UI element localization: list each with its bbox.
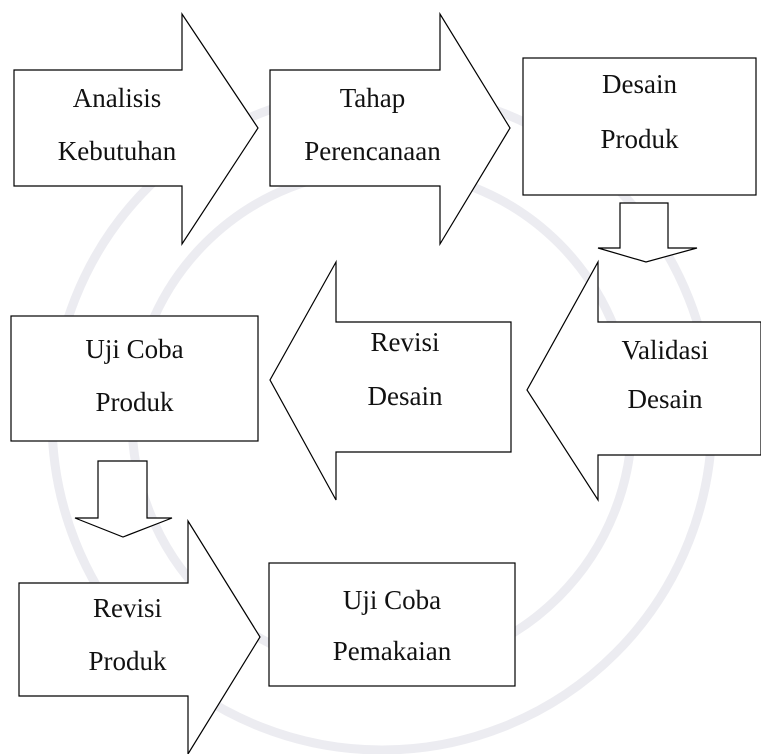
step8-label-line2: Pemakaian (332, 636, 452, 666)
down-arrow-1 (597, 202, 698, 263)
step1-right-arrow (13, 12, 259, 247)
step6-box (10, 315, 259, 442)
step7-right-arrow (18, 518, 261, 754)
step2-right-arrow (269, 11, 511, 247)
step4-label-line1: Validasi (621, 335, 709, 365)
step5-left-arrow (269, 259, 512, 501)
step6-label-line1: Uji Coba (85, 334, 184, 364)
step1-label-line1: Analisis (72, 83, 162, 113)
step2-label-line1: Tahap (339, 83, 406, 113)
step7-label-line1: Revisi (92, 593, 162, 623)
down-arrow-2 (74, 460, 173, 538)
step3-box (522, 57, 757, 196)
step8-box (268, 562, 516, 687)
step7-label-line2: Produk (88, 646, 167, 676)
step5-label-line2: Desain (367, 381, 443, 411)
step3-label-line1: Desain (602, 69, 677, 99)
step6-label-line2: Produk (95, 387, 174, 417)
step8-label-line1: Uji Coba (342, 585, 442, 615)
step5-label-line1: Revisi (370, 327, 440, 357)
step4-label-line2: Desain (627, 384, 703, 414)
step1-label-line2: Kebutuhan (57, 136, 177, 166)
step3-label-line2: Produk (600, 124, 679, 154)
step2-label-line2: Perencanaan (304, 136, 441, 166)
step4-left-arrow (526, 259, 761, 503)
